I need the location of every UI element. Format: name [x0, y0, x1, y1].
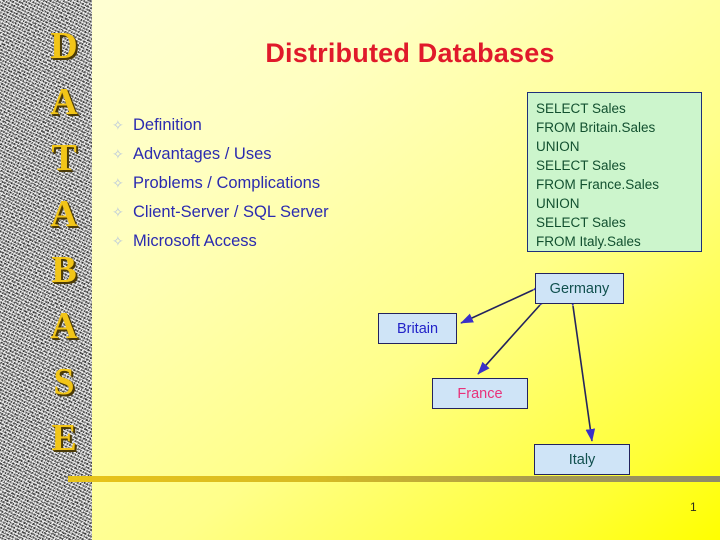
list-item: ✧ Client-Server / SQL Server [112, 203, 442, 232]
diamond-bullet-icon: ✧ [112, 175, 124, 191]
granite-texture [0, 0, 92, 540]
vertical-letter: D [50, 25, 78, 67]
list-item: ✧ Microsoft Access [112, 232, 442, 261]
page-number: 1 [690, 500, 697, 514]
diamond-bullet-icon: ✧ [112, 146, 124, 162]
footer-divider [68, 476, 720, 482]
sql-query-box: SELECT Sales FROM Britain.Sales UNION SE… [527, 92, 702, 252]
vertical-letter: A [50, 305, 78, 347]
diamond-bullet-icon: ✧ [112, 204, 124, 220]
granite-sidebar [0, 0, 92, 540]
vertical-letter: E [51, 417, 77, 459]
sql-line: UNION [536, 196, 580, 211]
diagram-node-france[interactable]: France [432, 378, 528, 409]
list-item-label: Problems / Complications [133, 174, 321, 192]
sql-line: FROM Britain.Sales [536, 120, 656, 135]
vertical-letter: T [51, 137, 77, 179]
vertical-word-database: D A T A B A S E [0, 18, 92, 466]
diagram-node-germany[interactable]: Germany [535, 273, 624, 304]
list-item-label: Client-Server / SQL Server [133, 203, 329, 221]
page-title: Distributed Databases [265, 38, 555, 68]
bullet-list: ✧ Definition ✧ Advantages / Uses ✧ Probl… [112, 116, 442, 261]
diamond-bullet-icon: ✧ [112, 117, 124, 133]
vertical-letter: B [51, 249, 77, 291]
sql-line: FROM France.Sales [536, 177, 660, 192]
list-item: ✧ Definition [112, 116, 442, 145]
diagram-node-italy[interactable]: Italy [534, 444, 630, 475]
vertical-letter: A [50, 193, 78, 235]
diagram-node-britain[interactable]: Britain [378, 313, 457, 344]
sql-line: SELECT Sales [536, 158, 626, 173]
list-item-label: Microsoft Access [133, 232, 257, 250]
list-item-label: Definition [133, 116, 202, 134]
sql-line: SELECT Sales [536, 101, 626, 116]
sql-line: SELECT Sales [536, 215, 626, 230]
sql-line: UNION [536, 139, 580, 154]
list-item: ✧ Problems / Complications [112, 174, 442, 203]
list-item-label: Advantages / Uses [133, 145, 272, 163]
sql-line: FROM Italy.Sales [536, 234, 641, 249]
diamond-bullet-icon: ✧ [112, 233, 124, 249]
list-item: ✧ Advantages / Uses [112, 145, 442, 174]
vertical-letter: A [50, 81, 78, 123]
vertical-letter: S [53, 361, 75, 403]
